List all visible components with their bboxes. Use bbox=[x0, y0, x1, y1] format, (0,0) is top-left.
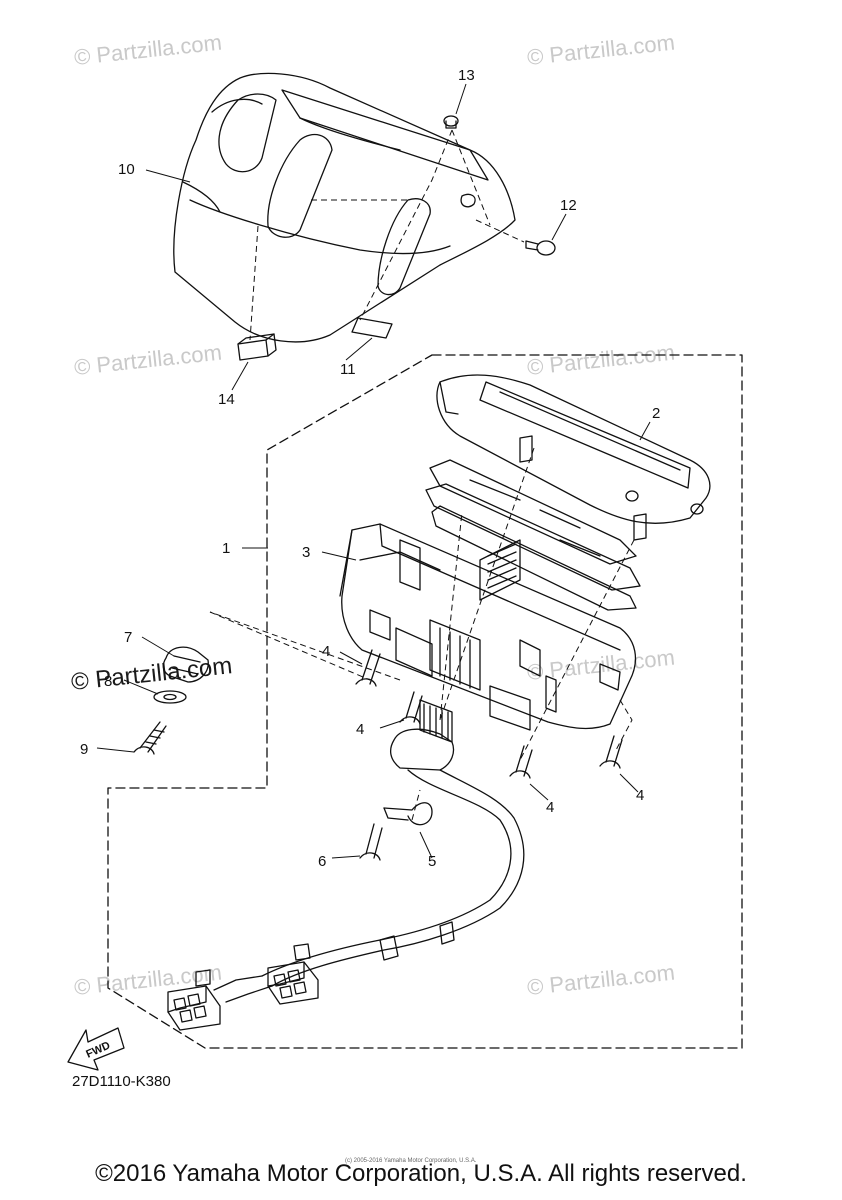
copyright-notice: ©2016 Yamaha Motor Corporation, U.S.A. A… bbox=[95, 1160, 747, 1187]
guide-lines bbox=[209, 129, 635, 821]
callout-14: 14 bbox=[218, 391, 235, 408]
assembly-boundary bbox=[107, 354, 743, 1049]
diagram-code: 27D1110-K380 bbox=[72, 1073, 171, 1090]
callout-4c: 4 bbox=[546, 799, 554, 816]
callout-7: 7 bbox=[124, 629, 132, 646]
part-11-sticker bbox=[351, 317, 393, 339]
callout-11: 11 bbox=[340, 361, 356, 378]
callout-6: 6 bbox=[318, 853, 326, 870]
connector-right bbox=[267, 943, 319, 1005]
watermark-group: © Partzilla.com © Partzilla.com © Partzi… bbox=[70, 30, 676, 1000]
screw-4c bbox=[509, 745, 533, 779]
callout-1: 1 bbox=[222, 540, 230, 557]
meter-case bbox=[339, 523, 637, 731]
meter-cover bbox=[173, 72, 516, 343]
callout-2: 2 bbox=[652, 405, 660, 422]
callout-4d: 4 bbox=[636, 787, 644, 804]
callout-4a: 4 bbox=[322, 643, 330, 660]
watermark: © Partzilla.com bbox=[526, 30, 676, 70]
watermark: © Partzilla.com bbox=[526, 960, 676, 1000]
callout-5: 5 bbox=[428, 853, 436, 870]
leader-lines bbox=[96, 83, 651, 859]
watermark: © Partzilla.com bbox=[73, 960, 223, 1000]
meter-bezel bbox=[436, 374, 711, 541]
callout-10: 10 bbox=[118, 161, 135, 178]
watermark: © Partzilla.com bbox=[73, 340, 223, 380]
meter-board bbox=[425, 459, 641, 611]
callout-3: 3 bbox=[302, 544, 310, 561]
screw-4d bbox=[599, 735, 623, 769]
connector-left bbox=[167, 969, 221, 1031]
callout-4b: 4 bbox=[356, 721, 364, 738]
harness-base bbox=[389, 699, 455, 771]
callout-labels: 1 2 3 4 4 4 4 5 6 7 8 9 10 11 12 13 14 bbox=[80, 67, 660, 870]
part-12-screw bbox=[525, 240, 556, 256]
wire-harness bbox=[213, 769, 525, 1003]
callout-8: 8 bbox=[104, 673, 112, 690]
part-13-grommet bbox=[443, 115, 459, 129]
screw-4b bbox=[399, 691, 423, 725]
part-14-block bbox=[237, 333, 277, 361]
screw-6 bbox=[359, 823, 383, 861]
mount-bracket bbox=[153, 646, 209, 704]
callout-9: 9 bbox=[80, 741, 88, 758]
watermark-strong: © Partzilla.com bbox=[70, 652, 234, 696]
watermark: © Partzilla.com bbox=[526, 340, 676, 380]
screw-9 bbox=[133, 721, 167, 755]
callout-12: 12 bbox=[560, 197, 577, 214]
callout-13: 13 bbox=[458, 67, 475, 84]
watermark: © Partzilla.com bbox=[73, 30, 223, 70]
fwd-arrow-icon: FWD bbox=[67, 1027, 125, 1071]
fine-print: (c) 2005-2016 Yamaha Motor Corporation, … bbox=[345, 1158, 477, 1164]
clamp-5 bbox=[383, 802, 433, 826]
